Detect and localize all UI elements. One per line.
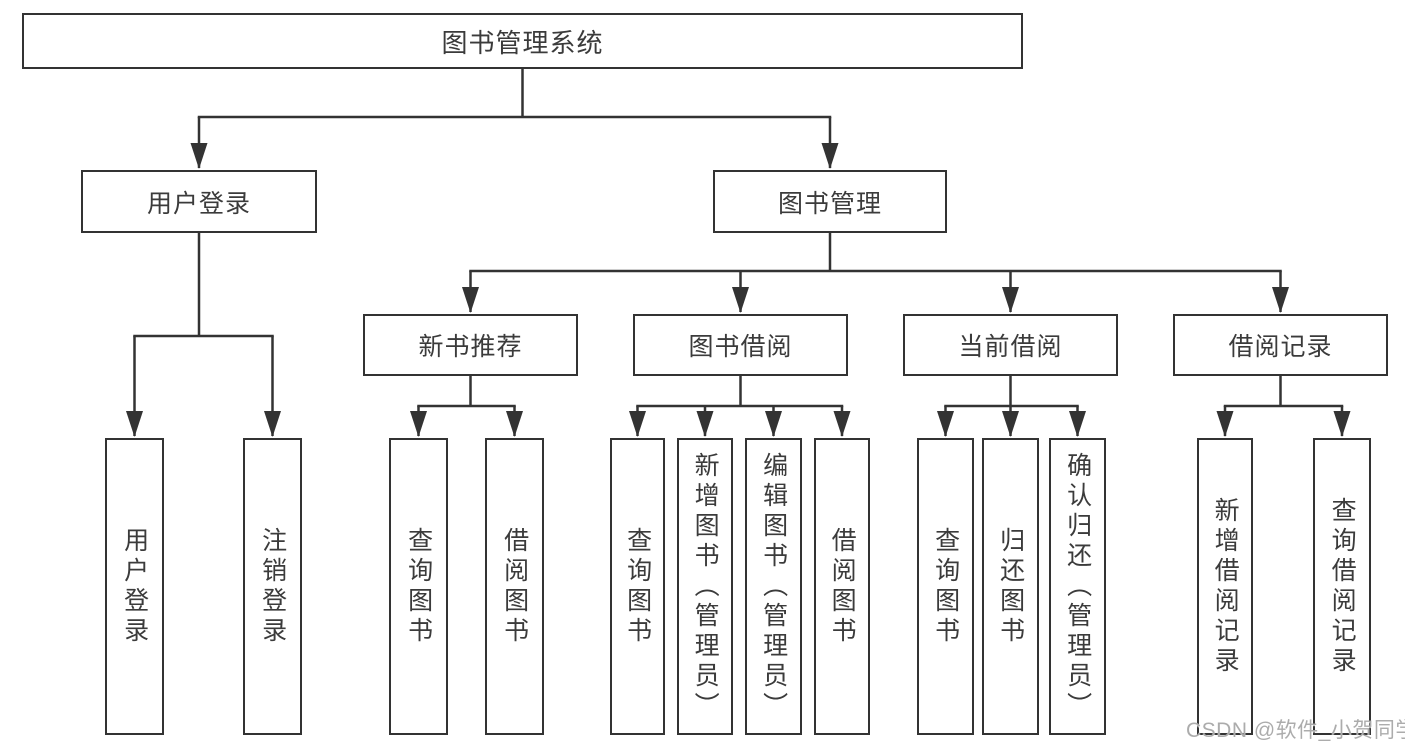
node-label: 查询图书 — [623, 526, 652, 647]
leaf-cb-return-book: 归还图书 — [982, 438, 1039, 735]
node-label: 注销登录 — [258, 526, 287, 647]
node-library-management-system: 图书管理系统 — [22, 13, 1023, 69]
node-label: 查询借阅记录 — [1328, 496, 1357, 677]
node-label: 查询图书 — [404, 526, 433, 647]
node-book-management: 图书管理 — [713, 170, 947, 233]
leaf-bb-edit-book-admin: 编辑图书（管理员） — [745, 438, 802, 735]
leaf-bb-query-books: 查询图书 — [610, 438, 665, 735]
leaf-cb-confirm-return-admin: 确认归还（管理员） — [1049, 438, 1106, 735]
node-new-book-recommendation: 新书推荐 — [363, 314, 578, 376]
node-label: 编辑图书（管理员） — [759, 451, 788, 722]
leaf-rec-borrow-books: 借阅图书 — [485, 438, 544, 735]
leaf-bb-add-book-admin: 新增图书（管理员） — [677, 438, 733, 735]
node-label: 借阅图书 — [500, 526, 529, 647]
csdn-watermark: CSDN @软件_小贺同学 — [1186, 719, 1405, 742]
leaf-cb-query-books: 查询图书 — [917, 438, 974, 735]
node-label: 确认归还（管理员） — [1063, 451, 1092, 722]
node-label: 当前借阅 — [958, 333, 1063, 361]
node-label: 用户登录 — [146, 189, 251, 218]
node-label: 用户登录 — [120, 526, 149, 647]
node-user-login-branch: 用户登录 — [81, 170, 317, 233]
leaf-rec-query-books: 查询图书 — [389, 438, 448, 735]
node-borrowing-records: 借阅记录 — [1173, 314, 1388, 376]
node-current-borrowing: 当前借阅 — [903, 314, 1118, 376]
leaf-logout: 注销登录 — [243, 438, 302, 735]
node-label: 借阅图书 — [828, 526, 857, 647]
leaf-bb-borrow-books: 借阅图书 — [814, 438, 870, 735]
node-label: 图书管理 — [777, 189, 882, 218]
node-label: 归还图书 — [996, 526, 1025, 647]
leaf-br-query-borrow-record: 查询借阅记录 — [1313, 438, 1371, 735]
node-label: 图书管理系统 — [441, 27, 604, 58]
node-label: 图书借阅 — [688, 333, 793, 361]
node-label: 新增借阅记录 — [1211, 496, 1240, 677]
node-book-borrowing: 图书借阅 — [633, 314, 848, 376]
node-label: 新增图书（管理员） — [691, 451, 720, 722]
leaf-user-login: 用户登录 — [105, 438, 164, 735]
leaf-br-add-borrow-record: 新增借阅记录 — [1197, 438, 1253, 735]
node-label: 查询图书 — [931, 526, 960, 647]
node-label: 借阅记录 — [1228, 333, 1333, 361]
node-label: 新书推荐 — [418, 333, 523, 361]
